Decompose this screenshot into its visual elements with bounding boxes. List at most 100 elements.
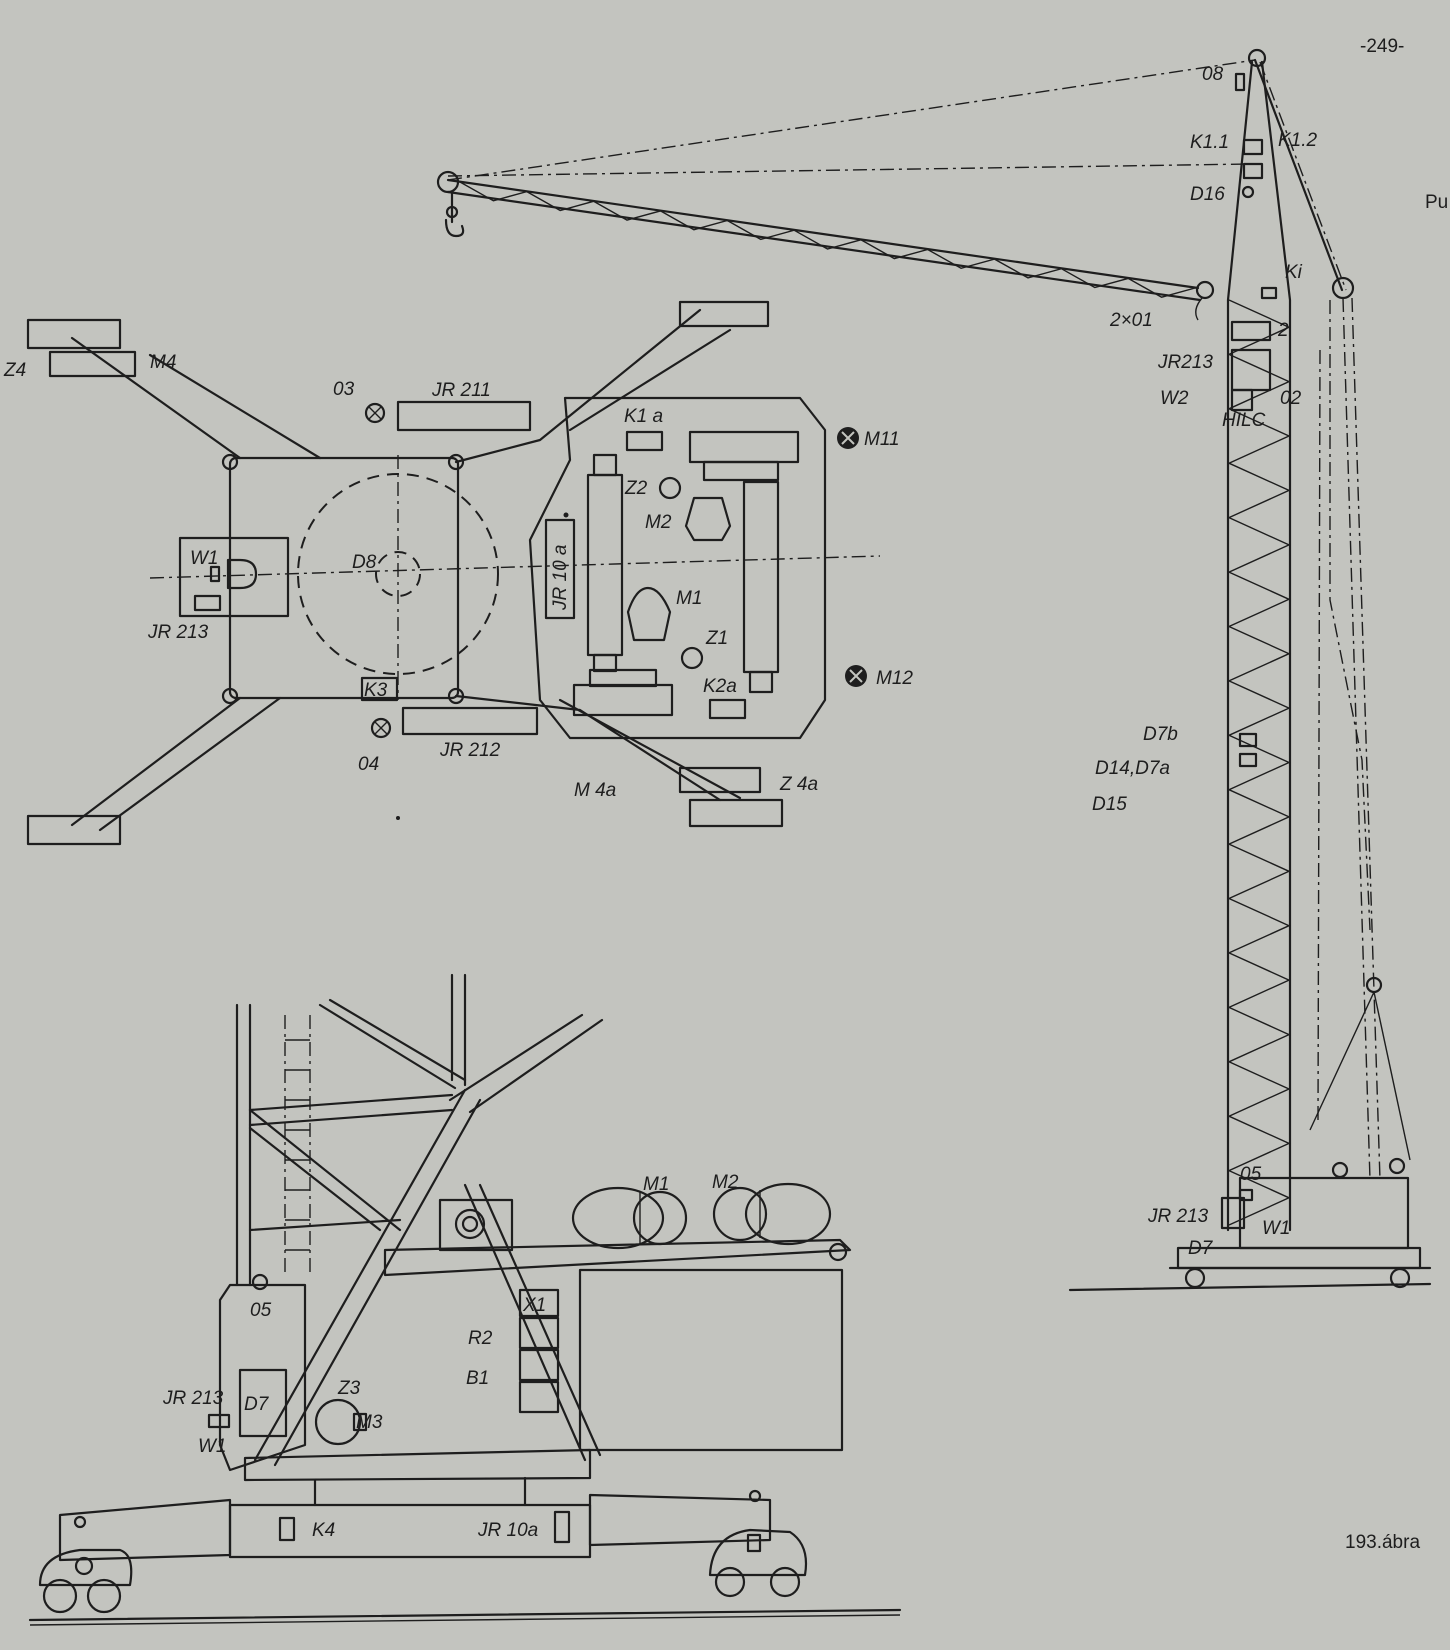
mast-columns bbox=[235, 973, 467, 1287]
label-d7-base: D7 bbox=[244, 1394, 270, 1415]
label-m4a: M 4a bbox=[574, 780, 616, 801]
jib-tip-sheave bbox=[436, 170, 460, 194]
machinery-box bbox=[578, 1268, 844, 1452]
label-r2: R2 bbox=[468, 1328, 493, 1349]
label-m12: M12 bbox=[876, 668, 913, 689]
label-jr10a: JR 10 a bbox=[550, 545, 571, 611]
jr10a-resistor bbox=[544, 518, 576, 620]
slewing-ring-frame bbox=[228, 456, 460, 700]
label-z4: Z4 bbox=[3, 360, 26, 381]
label-x1: X1 bbox=[522, 1295, 546, 1316]
outrigger-arm-bottom-left bbox=[70, 696, 282, 832]
label-w2: W2 bbox=[1160, 388, 1189, 409]
machinery-housing bbox=[528, 396, 827, 740]
sensor-z2 bbox=[658, 476, 682, 500]
outrigger-pad bbox=[678, 766, 762, 794]
label-k11: K1.1 bbox=[1190, 132, 1229, 153]
d7-panel bbox=[238, 1368, 288, 1438]
side-view-crane: 08 K1.1 K1.2 D16 Ki 2×01 2 JR213 W2 02 H… bbox=[436, 48, 1432, 1292]
outrigger-arm-top-right bbox=[454, 308, 732, 464]
label-w1-base: W1 bbox=[198, 1436, 227, 1457]
rope-sheave bbox=[1331, 276, 1355, 300]
label-k4: K4 bbox=[312, 1520, 335, 1541]
label-d16: D16 bbox=[1190, 184, 1225, 205]
label-k2a: K2a bbox=[703, 676, 737, 697]
top-view-plan: Z4 M4 03 JR 211 K1 a M11 Z2 M2 W1 D8 JR … bbox=[3, 300, 913, 846]
outrigger-pad bbox=[688, 798, 784, 828]
label-jr213-top: JR 213 bbox=[147, 622, 209, 643]
jib-boom bbox=[446, 178, 1202, 302]
label-jr213-base: JR 213 bbox=[1147, 1206, 1209, 1227]
tower-lattice bbox=[1227, 299, 1291, 1226]
w1-panel bbox=[178, 536, 290, 618]
label-d15: D15 bbox=[1092, 794, 1127, 815]
label-m2-base: M2 bbox=[712, 1172, 739, 1193]
winch-drum-right bbox=[742, 480, 780, 674]
label-m4: M4 bbox=[150, 352, 176, 373]
motor-m11-icon bbox=[837, 427, 859, 449]
label-m3: M3 bbox=[356, 1412, 383, 1433]
pivot-pin bbox=[454, 1208, 486, 1240]
rail-track bbox=[28, 1608, 902, 1622]
z3-brake bbox=[314, 1398, 362, 1446]
label-k3: K3 bbox=[364, 680, 388, 701]
x1-box bbox=[518, 1288, 560, 1318]
figure-caption: 193.ábra bbox=[1345, 1532, 1420, 1553]
lamp-o3-icon bbox=[364, 402, 386, 424]
label-w1-side: W1 bbox=[1262, 1218, 1291, 1239]
base-view-detail: M1 M2 X1 R2 B1 05 JR 213 D7 Z3 M3 W1 K4 … bbox=[28, 973, 902, 1626]
motor-m2 bbox=[684, 496, 732, 542]
wheel-bogie-left bbox=[38, 1548, 133, 1614]
label-ki: Ki bbox=[1285, 262, 1303, 283]
label-jr212: JR 212 bbox=[439, 740, 501, 761]
outrigger-pad bbox=[48, 350, 137, 378]
label-z1: Z1 bbox=[705, 628, 728, 649]
motor-m12-icon bbox=[845, 665, 867, 687]
outrigger-pad bbox=[26, 318, 122, 350]
label-z2: Z2 bbox=[624, 478, 648, 499]
label-m2: M2 bbox=[645, 512, 672, 533]
top-frame-beam bbox=[383, 1238, 852, 1277]
margin-fragment: Pu bbox=[1425, 192, 1448, 213]
label-jr10a-base: JR 10a bbox=[477, 1520, 538, 1541]
chassis-right bbox=[588, 1493, 772, 1547]
k2a-contactor bbox=[708, 698, 747, 720]
k3-contactor bbox=[360, 676, 399, 702]
label-z4a: Z 4a bbox=[779, 774, 818, 795]
label-w1: W1 bbox=[190, 548, 219, 569]
label-d7-side: D7 bbox=[1188, 1238, 1214, 1259]
lamp-o4-icon bbox=[370, 717, 392, 739]
label-o8: 08 bbox=[1202, 64, 1224, 85]
label-2x01: 2×01 bbox=[1109, 310, 1153, 331]
jib-lattice bbox=[459, 181, 1196, 298]
tower-top-sheave bbox=[1247, 48, 1267, 68]
label-jr211: JR 211 bbox=[431, 380, 491, 401]
outrigger-arm-top-left bbox=[70, 336, 322, 460]
label-z3: Z3 bbox=[337, 1378, 361, 1399]
control-cabinet bbox=[218, 1283, 307, 1472]
outrigger-arm-bottom-right bbox=[454, 694, 742, 802]
label-o5-base: 05 bbox=[250, 1300, 272, 1321]
label-m11: M11 bbox=[864, 429, 900, 450]
label-k12: K1.2 bbox=[1278, 130, 1318, 151]
label-jr213-side: JR213 bbox=[1157, 352, 1213, 373]
label-2: 2 bbox=[1277, 320, 1289, 341]
jr211-resistor bbox=[396, 400, 532, 432]
outrigger-pad bbox=[26, 814, 122, 846]
k1a-contactor bbox=[625, 430, 664, 452]
outrigger-pad bbox=[678, 300, 770, 328]
label-m1: M1 bbox=[676, 588, 702, 609]
label-hilc: HILC bbox=[1222, 410, 1266, 431]
label-d7b: D7b bbox=[1143, 724, 1178, 745]
label-o5-side: 05 bbox=[1240, 1164, 1262, 1185]
label-o2: 02 bbox=[1280, 388, 1302, 409]
label-d14-d7a: D14,D7a bbox=[1095, 758, 1170, 779]
label-k1a: K1 a bbox=[624, 406, 663, 427]
label-m1-base: M1 bbox=[643, 1174, 669, 1195]
label-o3: 03 bbox=[333, 379, 355, 400]
sensor-z1 bbox=[680, 646, 704, 670]
label-o4: 04 bbox=[358, 754, 379, 775]
label-b1: B1 bbox=[466, 1368, 489, 1389]
